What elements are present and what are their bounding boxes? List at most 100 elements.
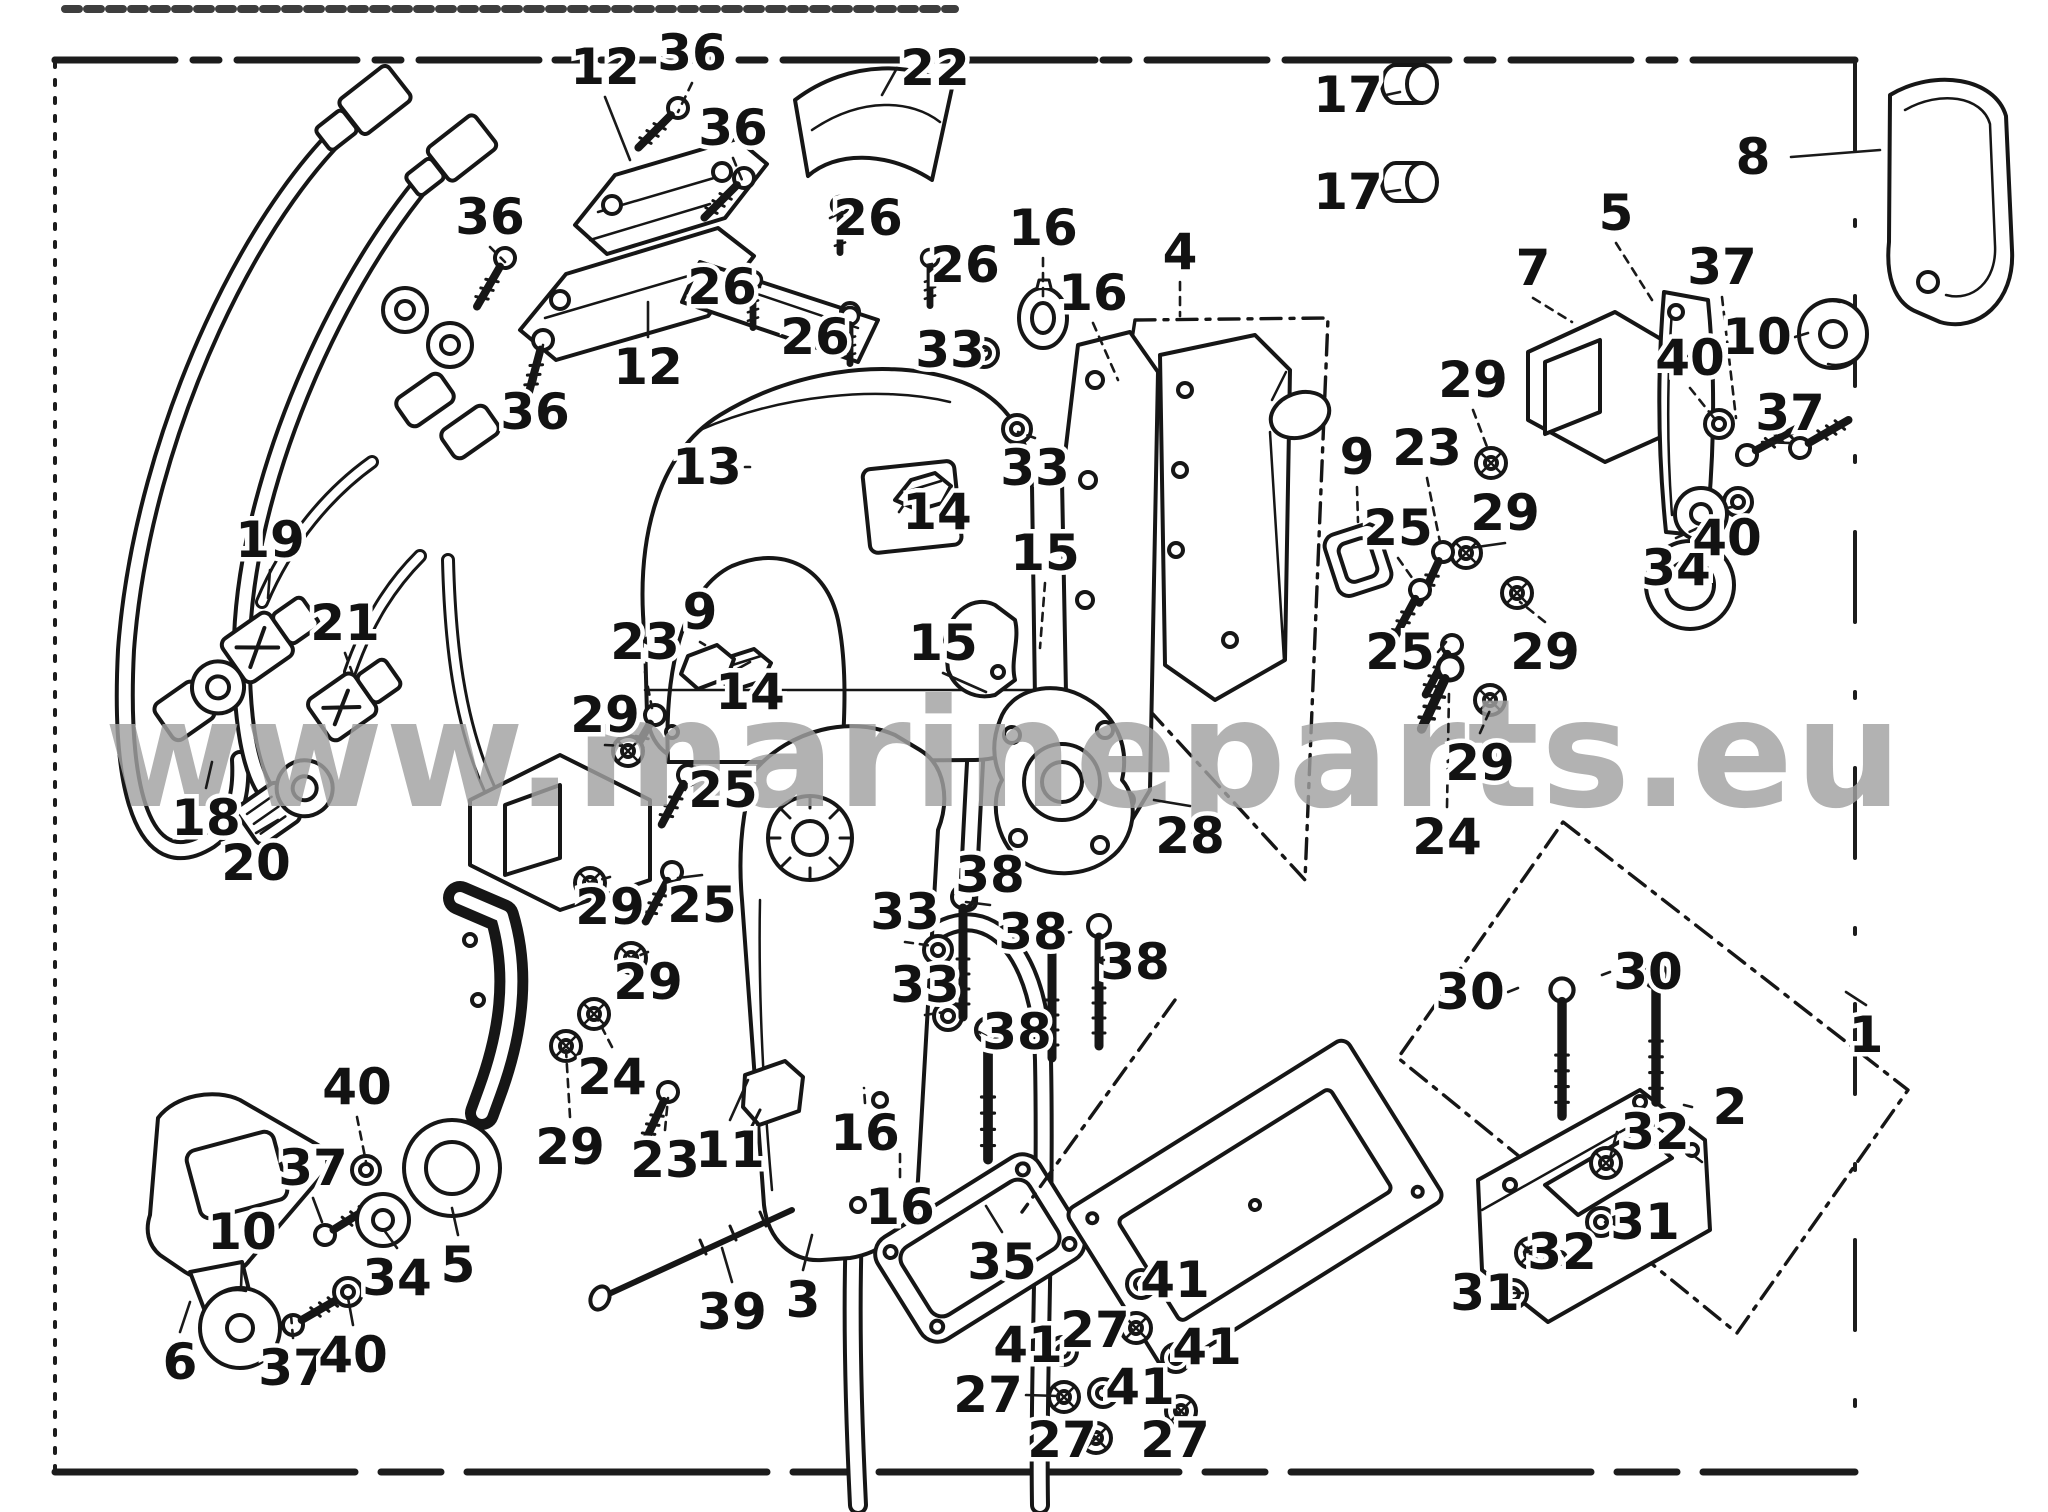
leader-18 — [204, 760, 214, 790]
callout-37: 37 — [278, 1139, 348, 1197]
exploded-parts-artwork — [114, 63, 2015, 1512]
callout-10: 10 — [1722, 308, 1792, 366]
callout-38: 38 — [998, 903, 1068, 961]
leader-5 — [450, 1206, 460, 1237]
leader-25 — [1436, 640, 1448, 654]
leader-12 — [603, 95, 632, 162]
lever-5-left — [402, 881, 529, 1218]
callout-10: 10 — [207, 1203, 277, 1261]
leader-6 — [178, 1300, 192, 1334]
boot-7-left — [468, 753, 652, 912]
callout-12: 12 — [570, 38, 640, 96]
leader-40 — [355, 1115, 368, 1164]
leader-17 — [1384, 90, 1402, 97]
grommet-10-right — [1797, 298, 1869, 370]
callout-18: 18 — [171, 789, 241, 847]
callout-38: 38 — [982, 1003, 1052, 1061]
callout-26: 26 — [780, 308, 850, 366]
leader-28 — [1152, 798, 1192, 808]
leader-40 — [1688, 386, 1716, 420]
leader-21 — [343, 651, 354, 674]
callout-37: 37 — [1687, 238, 1757, 296]
leader-29 — [1468, 541, 1507, 550]
callout-16: 16 — [1008, 199, 1078, 257]
leader-29 — [603, 743, 628, 748]
pad-9-right — [1322, 522, 1394, 598]
callout-41: 41 — [1172, 1318, 1242, 1376]
callout-40: 40 — [318, 1326, 388, 1384]
callout-31: 31 — [1610, 1193, 1680, 1251]
callout-14: 14 — [715, 663, 785, 721]
leader-24 — [595, 1016, 614, 1049]
leader-36 — [533, 343, 545, 384]
leader-25 — [683, 776, 694, 792]
leader-17 — [1384, 188, 1402, 194]
group-2-boundary — [1396, 820, 1910, 1335]
callout-32: 32 — [1620, 1103, 1690, 1161]
leader-36 — [731, 156, 744, 182]
callout-27: 27 — [1140, 1411, 1210, 1469]
nut-40 — [1703, 408, 1735, 440]
leader-29 — [631, 950, 650, 960]
leader-33 — [1016, 430, 1037, 440]
callout-24: 24 — [577, 1048, 647, 1106]
callout-17: 17 — [1313, 66, 1383, 124]
callout-14: 14 — [902, 483, 972, 541]
callout-9: 9 — [683, 583, 718, 641]
callout-26: 26 — [930, 236, 1000, 294]
callout-26: 26 — [833, 189, 903, 247]
callout-3: 3 — [786, 1271, 821, 1329]
leader-19 — [266, 568, 272, 600]
callout-29: 29 — [575, 878, 645, 936]
clamp-14-upper — [893, 471, 953, 512]
leader-40 — [346, 1296, 355, 1327]
leader-10 — [239, 1260, 244, 1290]
callout-17: 17 — [1313, 163, 1383, 221]
leader-41 — [1167, 1345, 1180, 1358]
callout-35: 35 — [967, 1233, 1037, 1291]
flange-15 — [992, 686, 1135, 876]
leader-36 — [676, 81, 694, 114]
leader-15 — [941, 671, 988, 694]
callout-37: 37 — [1755, 384, 1825, 442]
callout-13: 13 — [672, 438, 742, 496]
callout-40: 40 — [322, 1058, 392, 1116]
bracket-12-lower — [518, 226, 880, 364]
gasket-15 — [943, 599, 1019, 699]
washer-29 — [1474, 446, 1508, 480]
callout-41: 41 — [993, 1316, 1063, 1374]
leader-lines — [178, 66, 1882, 1442]
washer-34-left — [355, 1192, 411, 1248]
callout-29: 29 — [613, 953, 683, 1011]
callout-8: 8 — [1736, 128, 1771, 186]
callout-39: 39 — [697, 1283, 767, 1341]
leader-40 — [1725, 504, 1739, 510]
callout-38: 38 — [955, 846, 1025, 904]
leader-2 — [1682, 1103, 1694, 1109]
watermark: www.marineparts.eu — [104, 668, 1904, 842]
leader-8 — [1789, 148, 1882, 159]
callout-29: 29 — [1438, 351, 1508, 409]
callout-15: 15 — [908, 614, 978, 672]
leader-30 — [1600, 970, 1612, 977]
callout-16: 16 — [865, 1178, 935, 1236]
callout-24: 24 — [1412, 808, 1482, 866]
callout-41: 41 — [1105, 1358, 1175, 1416]
callout-25: 25 — [688, 761, 758, 819]
washer-29 — [1449, 536, 1483, 570]
leader-33 — [923, 1010, 946, 1017]
leader-5 — [1614, 241, 1654, 302]
screw-36 — [468, 244, 518, 311]
harness-connectors-top — [314, 64, 501, 461]
bracket-4 — [1158, 333, 1332, 702]
washer-24 — [577, 997, 611, 1031]
leader-33 — [978, 348, 990, 354]
leader-27 — [1088, 1435, 1102, 1442]
bracket-11 — [741, 1059, 805, 1140]
callout-25: 25 — [1365, 623, 1435, 681]
leader-23 — [1425, 476, 1442, 544]
washer-29 — [1500, 576, 1534, 610]
callout-16: 16 — [1058, 264, 1128, 322]
leader-26 — [844, 318, 855, 339]
